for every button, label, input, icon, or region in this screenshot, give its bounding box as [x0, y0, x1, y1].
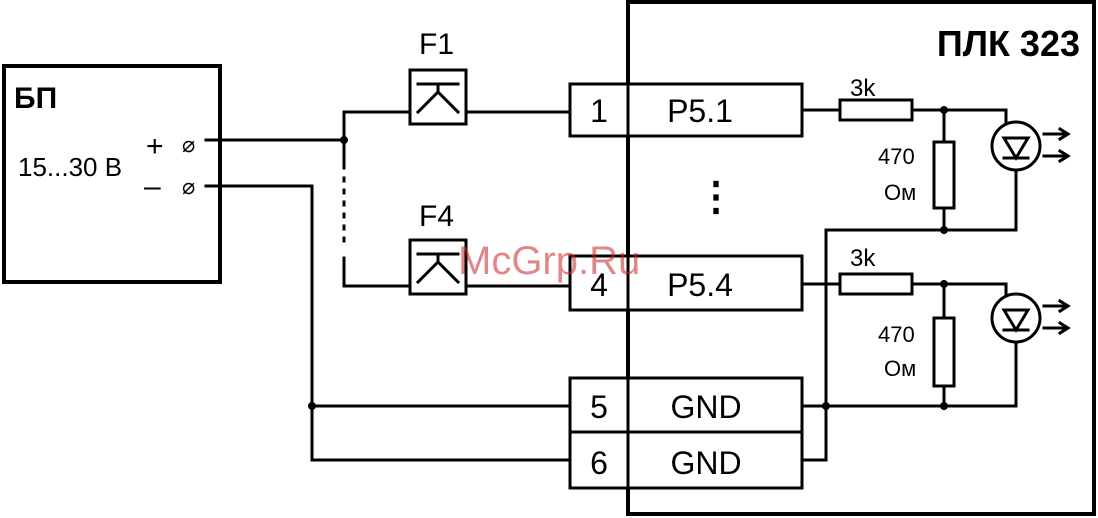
psu-voltage: 15...30 В [18, 152, 122, 182]
psu-plus-terminal-icon: ⌀ [182, 132, 195, 157]
resistor-shunt-value-1: 470 [878, 144, 915, 169]
wire-minus [206, 186, 570, 460]
resistor-series-label-1: 3k [850, 75, 876, 102]
terminal-name-p5-4: P5.4 [667, 267, 733, 303]
psu-plus-sign: + [146, 130, 164, 163]
fuse-label-f4: F4 [419, 200, 454, 233]
led-icon [992, 122, 1068, 170]
wire-r-to-led-1 [912, 110, 1006, 122]
terminal-name-gnd-5: GND [670, 389, 741, 425]
psu-minus-sign: – [144, 170, 161, 203]
watermark: McGrp.Ru [458, 239, 640, 283]
resistor-icon [934, 142, 954, 208]
terminal-number-5: 5 [590, 389, 608, 425]
wire-gnd6-return [802, 406, 826, 460]
psu-minus-terminal-icon: ⌀ [182, 174, 195, 199]
terminal-number-6: 6 [590, 445, 608, 481]
plc-title: ПЛК 323 [937, 23, 1080, 64]
junction-dot [340, 136, 348, 144]
wire-r-to-led-2 [912, 284, 1006, 296]
terminal-number-1: 1 [590, 93, 608, 129]
terminal-ellipsis: ⋮ [696, 175, 736, 219]
terminal-name-p5-1: P5.1 [667, 93, 733, 129]
resistor-shunt-value-2: 470 [878, 322, 915, 347]
resistor-icon [840, 274, 912, 294]
psu-title: БП [14, 82, 57, 115]
fuse-label-f1: F1 [419, 28, 454, 61]
resistor-icon [934, 318, 954, 386]
resistor-shunt-unit-2: Ом [884, 356, 916, 381]
fuse-icon [410, 70, 466, 124]
junction-dot [308, 402, 316, 410]
terminal-name-gnd-6: GND [670, 445, 741, 481]
resistor-series-label-2: 3k [850, 245, 876, 272]
led-icon [992, 294, 1068, 342]
resistor-shunt-unit-1: Ом [884, 180, 916, 205]
resistor-icon [840, 100, 912, 120]
